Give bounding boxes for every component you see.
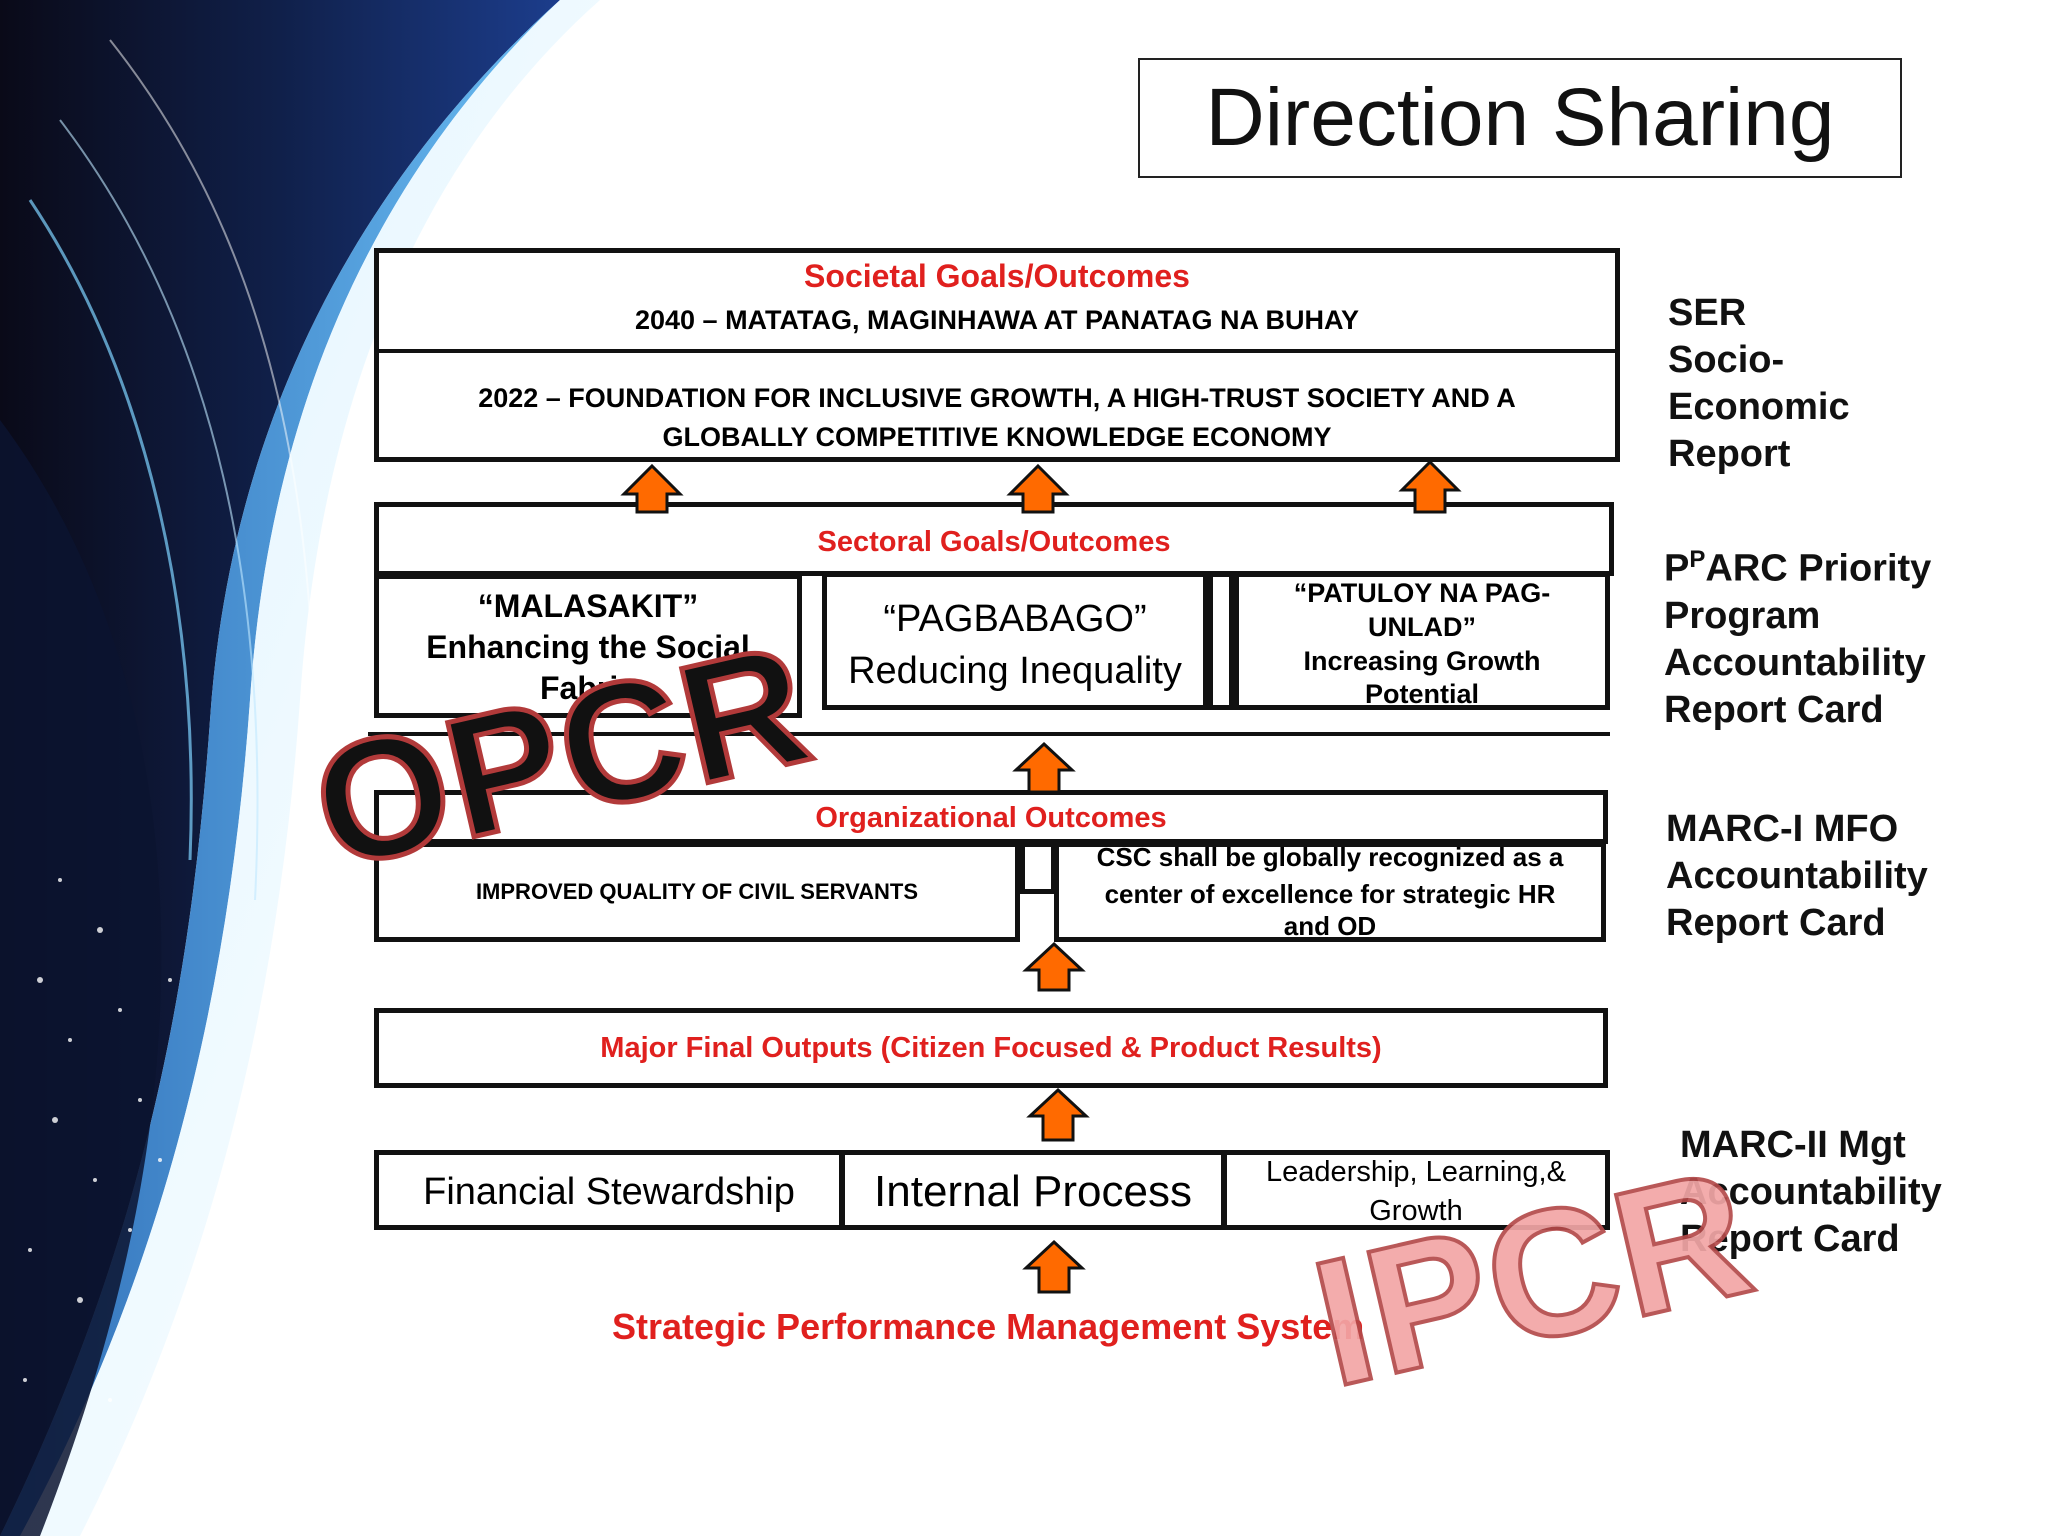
ser-line: Economic: [1668, 386, 1850, 428]
parc-label: PPARC Priority Program Accountability Re…: [1664, 536, 2024, 734]
parc-line: Report Card: [1664, 688, 1884, 731]
patuloy-line-2: UNLAD”: [1368, 611, 1476, 642]
malasakit-box: [374, 574, 802, 718]
sectoral-goals-header-box: [374, 502, 1614, 576]
societal-goals-box: [374, 248, 1620, 462]
organizational-header-box: [374, 790, 1608, 844]
arrow-up-icon: [1006, 463, 1070, 514]
slide-title: Direction Sharing: [1138, 58, 1902, 178]
pagbabago-line-1: “PAGBABAGO”: [883, 597, 1147, 640]
parc-line-1: PPARC Priority: [1664, 536, 2024, 593]
societal-2022-line-1: 2022 – FOUNDATION FOR INCLUSIVE GROWTH, …: [478, 382, 1516, 413]
marc1-line: MARC-I MFO: [1666, 808, 1899, 850]
marc2-line: Report Card: [1680, 1218, 1900, 1260]
internal-label: Internal Process: [874, 1167, 1192, 1216]
sectoral-header: Sectoral Goals/Outcomes: [817, 525, 1171, 558]
leadership-box: [1222, 1150, 1610, 1230]
marc2-line: MARC-II Mgt: [1680, 1124, 1906, 1166]
malasakit-line-2: Enhancing the Social: [426, 628, 750, 665]
ser-line: Report: [1668, 433, 1791, 475]
societal-divider: [379, 349, 1615, 353]
parc-line: Program: [1664, 594, 1821, 637]
patuloy-line-1: “PATULOY NA PAG-: [1293, 577, 1551, 608]
leadership-line-2: Growth: [1369, 1194, 1463, 1227]
malasakit-line-1: “MALASAKIT”: [477, 587, 699, 624]
ser-line: SER: [1668, 292, 1747, 334]
parc-title: ARC Priority: [1705, 547, 1932, 590]
mfo-header: Major Final Outputs (Citizen Focused & P…: [600, 1031, 1382, 1064]
arrow-up-icon: [1398, 459, 1462, 514]
org-right-box: [1054, 842, 1606, 942]
parc-p: P: [1664, 547, 1690, 590]
patuloy-box: [1234, 572, 1610, 710]
internal-box: [840, 1150, 1226, 1230]
pagbabago-line-2: Reducing Inequality: [848, 649, 1182, 692]
parc-superscript: P: [1689, 546, 1706, 573]
arrow-up-icon: [620, 463, 684, 514]
org-right-line-1: CSC shall be globally recognized as a: [1096, 841, 1564, 872]
spms-label: Strategic Performance Management System: [612, 1306, 1365, 1347]
ser-line: Socio-: [1668, 339, 1785, 381]
societal-header: Societal Goals/Outcomes: [804, 257, 1190, 294]
patuloy-line-4: Potential: [1364, 678, 1479, 709]
marc2-line: Accountability: [1680, 1171, 1942, 1213]
mfo-box: [374, 1008, 1608, 1088]
societal-2022-line-2: GLOBALLY COMPETITIVE KNOWLEDGE ECONOMY: [662, 421, 1332, 452]
arrow-up-icon: [1022, 1239, 1086, 1294]
org-connector: [1020, 842, 1056, 894]
leadership-line-1: Leadership, Learning,&: [1266, 1155, 1566, 1188]
org-right-line-2: center of excellence for strategic HR: [1104, 878, 1556, 909]
marc1-line: Accountability: [1666, 855, 1928, 897]
ser-label: SER Socio- Economic Report: [1668, 290, 1968, 478]
org-left-box: [374, 842, 1020, 942]
organizational-header: Organizational Outcomes: [815, 801, 1167, 834]
marc1-label: MARC-I MFO Accountability Report Card: [1666, 806, 2026, 947]
connector-bar: [1208, 572, 1234, 710]
org-left-text: IMPROVED QUALITY OF CIVIL SERVANTS: [475, 879, 919, 904]
societal-2040-line: 2040 – MATATAG, MAGINHAWA AT PANATAG NA …: [634, 304, 1360, 335]
arrow-up-icon: [1022, 941, 1086, 992]
financial-box: [374, 1150, 844, 1230]
marc1-line: Report Card: [1666, 902, 1886, 944]
section-divider-line: [368, 732, 1610, 736]
financial-label: Financial Stewardship: [423, 1170, 795, 1213]
arrow-up-icon: [1012, 741, 1076, 794]
parc-line: Accountability: [1664, 641, 1926, 684]
pagbabago-box: [822, 572, 1208, 710]
malasakit-line-3: Fabric: [539, 669, 637, 706]
arrow-up-icon: [1026, 1087, 1090, 1142]
marc2-label: MARC-II Mgt Accountability Report Card: [1680, 1122, 2040, 1263]
org-right-line-3: and OD: [1283, 912, 1377, 940]
patuloy-line-3: Increasing Growth: [1303, 645, 1541, 676]
